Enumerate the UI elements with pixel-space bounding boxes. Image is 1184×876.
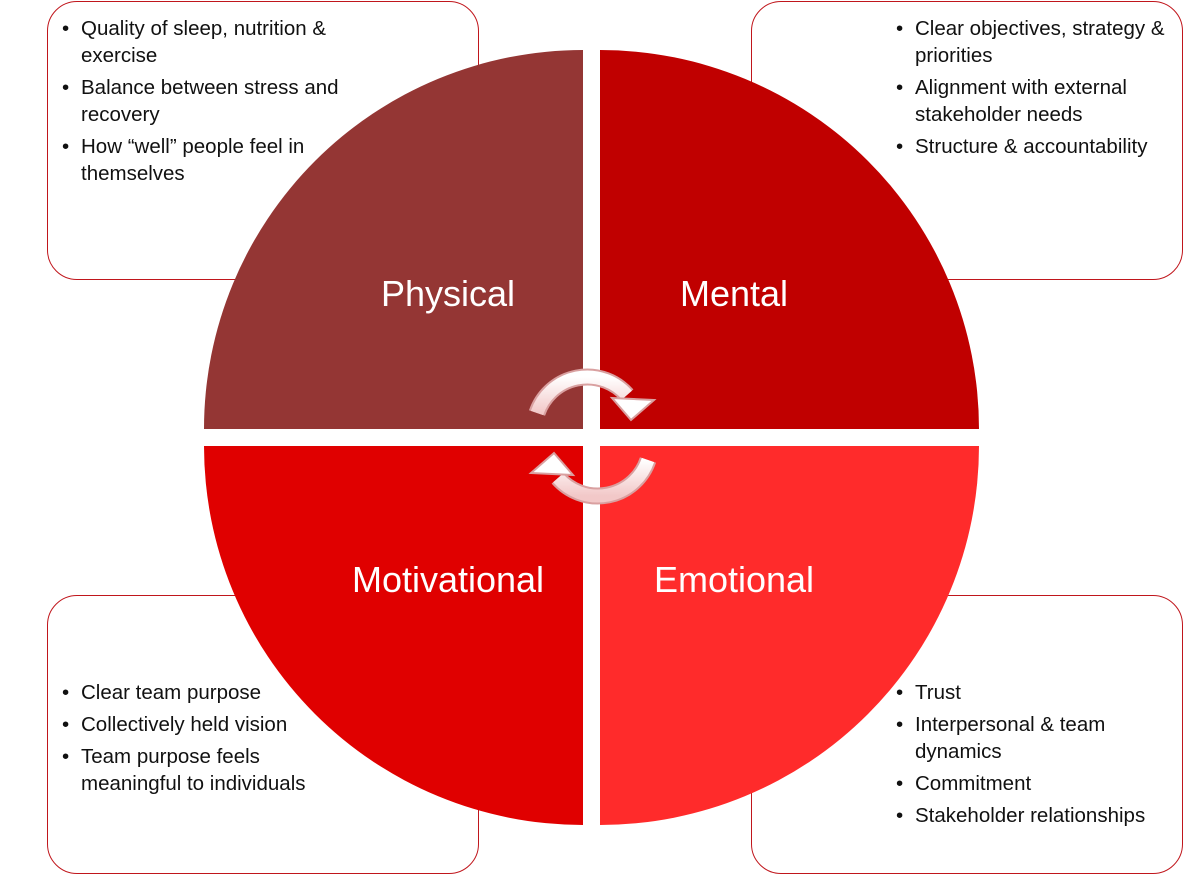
mental-bullet: Structure & accountability	[896, 133, 1181, 160]
motivational-bullet: Team purpose feels meaningful to individ…	[62, 743, 347, 797]
emotional-bullet: Interpersonal & team dynamics	[896, 711, 1181, 765]
motivational-bullet: Clear team purpose	[62, 679, 347, 706]
physical-quadrant	[204, 50, 583, 429]
physical-bullet: Quality of sleep, nutrition & exercise	[62, 15, 347, 69]
motivational-label: Motivational	[351, 559, 545, 600]
mental-bullet-list: Clear objectives, strategy & priorities …	[896, 15, 1181, 165]
mental-label: Mental	[679, 273, 789, 314]
mental-bullet: Alignment with external stakeholder need…	[896, 74, 1181, 128]
circular-arrows-icon	[528, 368, 657, 505]
physical-bullet: Balance between stress and recovery	[62, 74, 347, 128]
emotional-quadrant	[600, 446, 979, 825]
motivational-bullet: Collectively held vision	[62, 711, 347, 738]
motivational-quadrant	[204, 446, 583, 825]
physical-bullet: How “well” people feel in themselves	[62, 133, 347, 187]
emotional-label: Emotional	[653, 559, 815, 600]
physical-bullet-list: Quality of sleep, nutrition & exercise B…	[62, 15, 347, 192]
physical-label: Physical	[380, 273, 516, 314]
mental-bullet: Clear objectives, strategy & priorities	[896, 15, 1181, 69]
motivational-bullet-list: Clear team purpose Collectively held vis…	[62, 679, 347, 802]
emotional-bullet: Commitment	[896, 770, 1181, 797]
emotional-bullet: Stakeholder relationships	[896, 802, 1181, 829]
emotional-bullet: Trust	[896, 679, 1181, 706]
mental-quadrant	[600, 50, 979, 429]
emotional-bullet-list: Trust Interpersonal & team dynamics Comm…	[896, 679, 1181, 834]
